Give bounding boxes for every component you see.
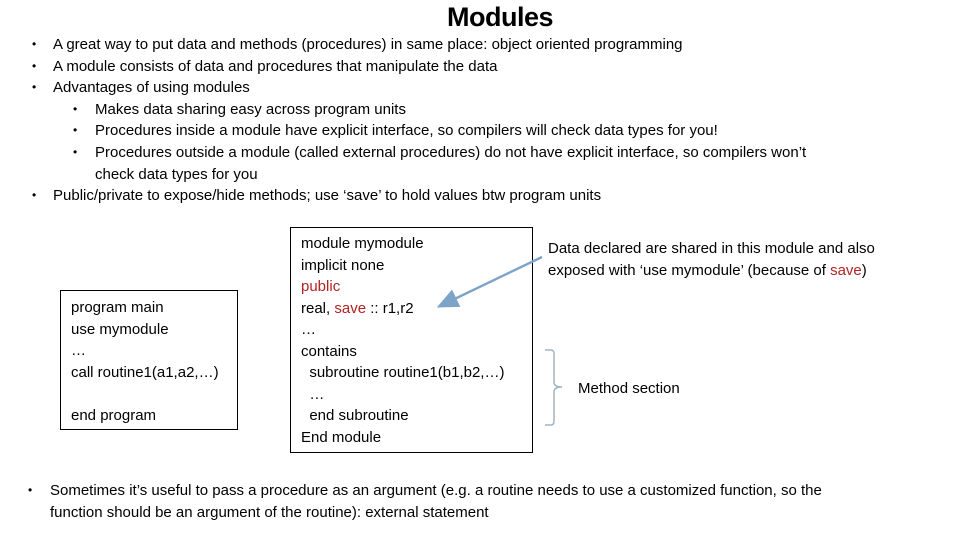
- text-segment: Sometimes it’s useful to pass a procedur…: [50, 482, 822, 499]
- text-segment: contains: [301, 342, 357, 360]
- text-line: A module consists of data and procedures…: [53, 56, 955, 78]
- bullet-text: Advantages of using modules: [53, 77, 955, 99]
- code-line: use mymodule: [71, 319, 237, 341]
- page-title: Modules: [446, 2, 554, 32]
- text-line: Procedures outside a module (called exte…: [95, 142, 955, 164]
- brace-icon: [545, 349, 563, 426]
- code-line: [71, 383, 237, 405]
- code-line: subroutine routine1(b1,b2,…): [301, 362, 532, 384]
- highlighted-text-segment: save: [830, 262, 862, 279]
- text-segment: end program: [71, 406, 157, 424]
- text-line: Makes data sharing easy across program u…: [95, 99, 955, 121]
- note-data-declared: Data declared are shared in this module …: [548, 238, 875, 282]
- bullet-text: Public/private to expose/hide methods; u…: [53, 185, 955, 207]
- bullet-text: Procedures inside a module have explicit…: [95, 120, 955, 142]
- text-segment: Procedures outside a module (called exte…: [95, 143, 807, 161]
- highlighted-text-segment: public: [301, 278, 341, 295]
- code-line: real, save :: r1,r2: [301, 298, 532, 320]
- text-segment: Advantages of using modules: [53, 79, 250, 97]
- text-segment: module mymodule: [301, 235, 424, 252]
- bullet-text: Procedures outside a module (called exte…: [95, 142, 955, 185]
- bullet-text: A great way to put data and methods (pro…: [53, 34, 955, 56]
- text-segment: Makes data sharing easy across program u…: [95, 100, 406, 118]
- text-line: Public/private to expose/hide methods; u…: [53, 185, 955, 207]
- text-line: Data declared are shared in this module …: [548, 238, 875, 260]
- code-box-module: module mymodule implicit none public real, …: [290, 227, 533, 453]
- code-line: program main: [71, 297, 237, 319]
- code-line: contains: [301, 341, 532, 363]
- text-segment: A great way to put data and methods (pro…: [53, 36, 683, 53]
- text-line: function should be an argument of the ro…: [50, 502, 956, 524]
- text-line: Procedures inside a module have explicit…: [95, 120, 955, 142]
- text-line: exposed with ‘use mymodule’ (because of …: [548, 260, 875, 282]
- code-line: …: [301, 384, 532, 406]
- text-segment: check data types for you: [95, 165, 258, 183]
- text-segment: A module consists of data and procedures…: [53, 57, 498, 75]
- bullet-item: • A great way to put data and methods (pr…: [30, 34, 955, 56]
- bullet-text: A module consists of data and procedures…: [53, 56, 955, 78]
- bullet-dot-icon: •: [32, 58, 37, 73]
- bullet-item: • Public/private to expose/hide methods; …: [30, 185, 955, 207]
- highlighted-text-segment: save: [334, 299, 367, 317]
- text-segment: implicit none: [301, 256, 385, 274]
- bullet-text: Sometimes it’s useful to pass a procedur…: [50, 480, 956, 523]
- code-line: call routine1(a1,a2,…): [71, 362, 237, 384]
- text-segment: Data declared are shared in this module …: [548, 240, 875, 257]
- code-box-program-main: program main use mymodule … call routine1(a…: [60, 290, 238, 430]
- text-line: Sometimes it’s useful to pass a procedur…: [50, 480, 956, 502]
- text-segment: exposed with ‘use mymodule’ (because of: [548, 262, 831, 279]
- bullet-item: • Procedures inside a module have explici…: [30, 120, 955, 142]
- code-line: end program: [71, 405, 237, 427]
- text-segment: …: [301, 385, 325, 403]
- text-segment: function should be an argument of the ro…: [50, 503, 489, 521]
- text-line: Advantages of using modules: [53, 77, 955, 99]
- bullet-item: • Procedures outside a module (called ext…: [30, 142, 955, 185]
- bullet-list-bottom: • Sometimes it’s useful to pass a procedu…: [26, 480, 956, 523]
- code-line: …: [301, 319, 532, 341]
- bullet-dot-icon: •: [73, 123, 78, 138]
- bullet-dot-icon: •: [32, 188, 37, 203]
- code-line: End module: [301, 427, 532, 449]
- arrow-icon: [436, 255, 543, 308]
- bullet-text: Makes data sharing easy across program u…: [95, 99, 955, 121]
- text-segment: Procedures inside a module have explicit…: [95, 122, 718, 140]
- bullet-item: • Advantages of using modules: [30, 77, 955, 99]
- text-segment: call routine1(a1,a2,…): [71, 363, 219, 381]
- method-section-label: Method section: [578, 380, 680, 397]
- bullet-list-top: • A great way to put data and methods (pr…: [30, 34, 955, 207]
- code-line: …: [71, 340, 237, 362]
- text-segment: …: [301, 321, 316, 338]
- bullet-dot-icon: •: [32, 80, 37, 95]
- code-line: module mymodule: [301, 233, 532, 255]
- text-line: A great way to put data and methods (pro…: [53, 34, 955, 56]
- text-segment: :: r1,r2: [366, 299, 414, 317]
- text-line: check data types for you: [95, 164, 955, 186]
- text-segment: program main: [71, 299, 164, 316]
- bullet-item: • A module consists of data and procedure…: [30, 56, 955, 78]
- bullet-item: • Makes data sharing easy across program …: [30, 99, 955, 121]
- text-segment: Public/private to expose/hide methods; u…: [53, 187, 602, 205]
- bullet-dot-icon: •: [73, 101, 78, 116]
- bullet-dot-icon: •: [73, 144, 78, 159]
- code-line: implicit none: [301, 255, 532, 277]
- code-line: public: [301, 276, 532, 298]
- text-segment: use mymodule: [71, 320, 169, 338]
- text-segment: End module: [301, 428, 382, 446]
- text-segment: real,: [301, 299, 335, 317]
- text-segment: …: [71, 342, 86, 359]
- text-segment: ): [861, 262, 867, 279]
- bullet-item: • Sometimes it’s useful to pass a procedu…: [26, 480, 956, 523]
- text-segment: subroutine routine1(b1,b2,…): [301, 364, 505, 381]
- text-segment: end subroutine: [301, 407, 409, 424]
- bullet-dot-icon: •: [28, 483, 33, 497]
- code-line: end subroutine: [301, 405, 532, 427]
- bullet-dot-icon: •: [32, 37, 37, 51]
